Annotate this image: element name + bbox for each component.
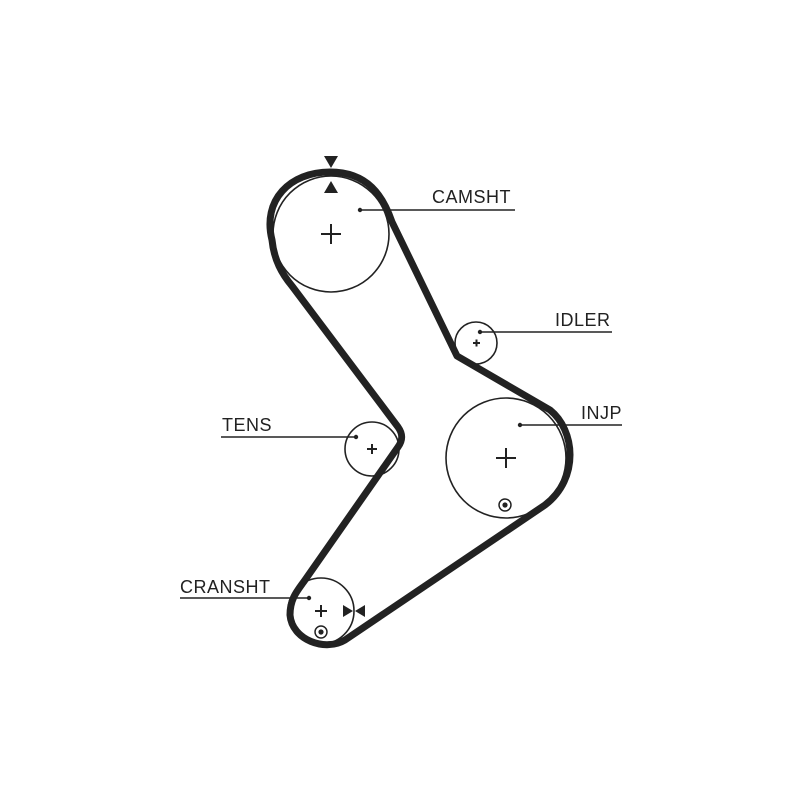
idler-leader (477, 329, 612, 335)
crankshaft-pulley (287, 577, 355, 645)
timing-belt (266, 168, 574, 649)
crosshair-icon (473, 339, 480, 347)
idler-label: IDLER (555, 310, 611, 330)
crosshair-icon (496, 448, 516, 468)
crosshair-icon (315, 605, 327, 617)
timing-mark-top-icon (324, 156, 338, 193)
bullseye-icon (498, 498, 512, 512)
tensioner-pulley (344, 421, 400, 477)
crosshair-icon (367, 444, 377, 454)
tensioner-leader (221, 434, 359, 440)
tensioner-label: TENS (222, 415, 273, 435)
injection-pump-label: INJP (581, 403, 623, 423)
camshaft-leader (357, 207, 515, 213)
injection-pump-leader (517, 422, 622, 428)
injection-pump-pulley (445, 397, 567, 519)
camshaft-label: CAMSHT (432, 187, 511, 207)
timing-mark-crank-icon (343, 605, 365, 617)
crankshaft-label: CRANSHT (180, 577, 271, 597)
crosshair-icon (321, 224, 341, 244)
camshaft-pulley (272, 175, 390, 293)
crankshaft-leader (180, 595, 312, 601)
bullseye-icon (314, 625, 328, 639)
idler-pulley (454, 321, 498, 365)
